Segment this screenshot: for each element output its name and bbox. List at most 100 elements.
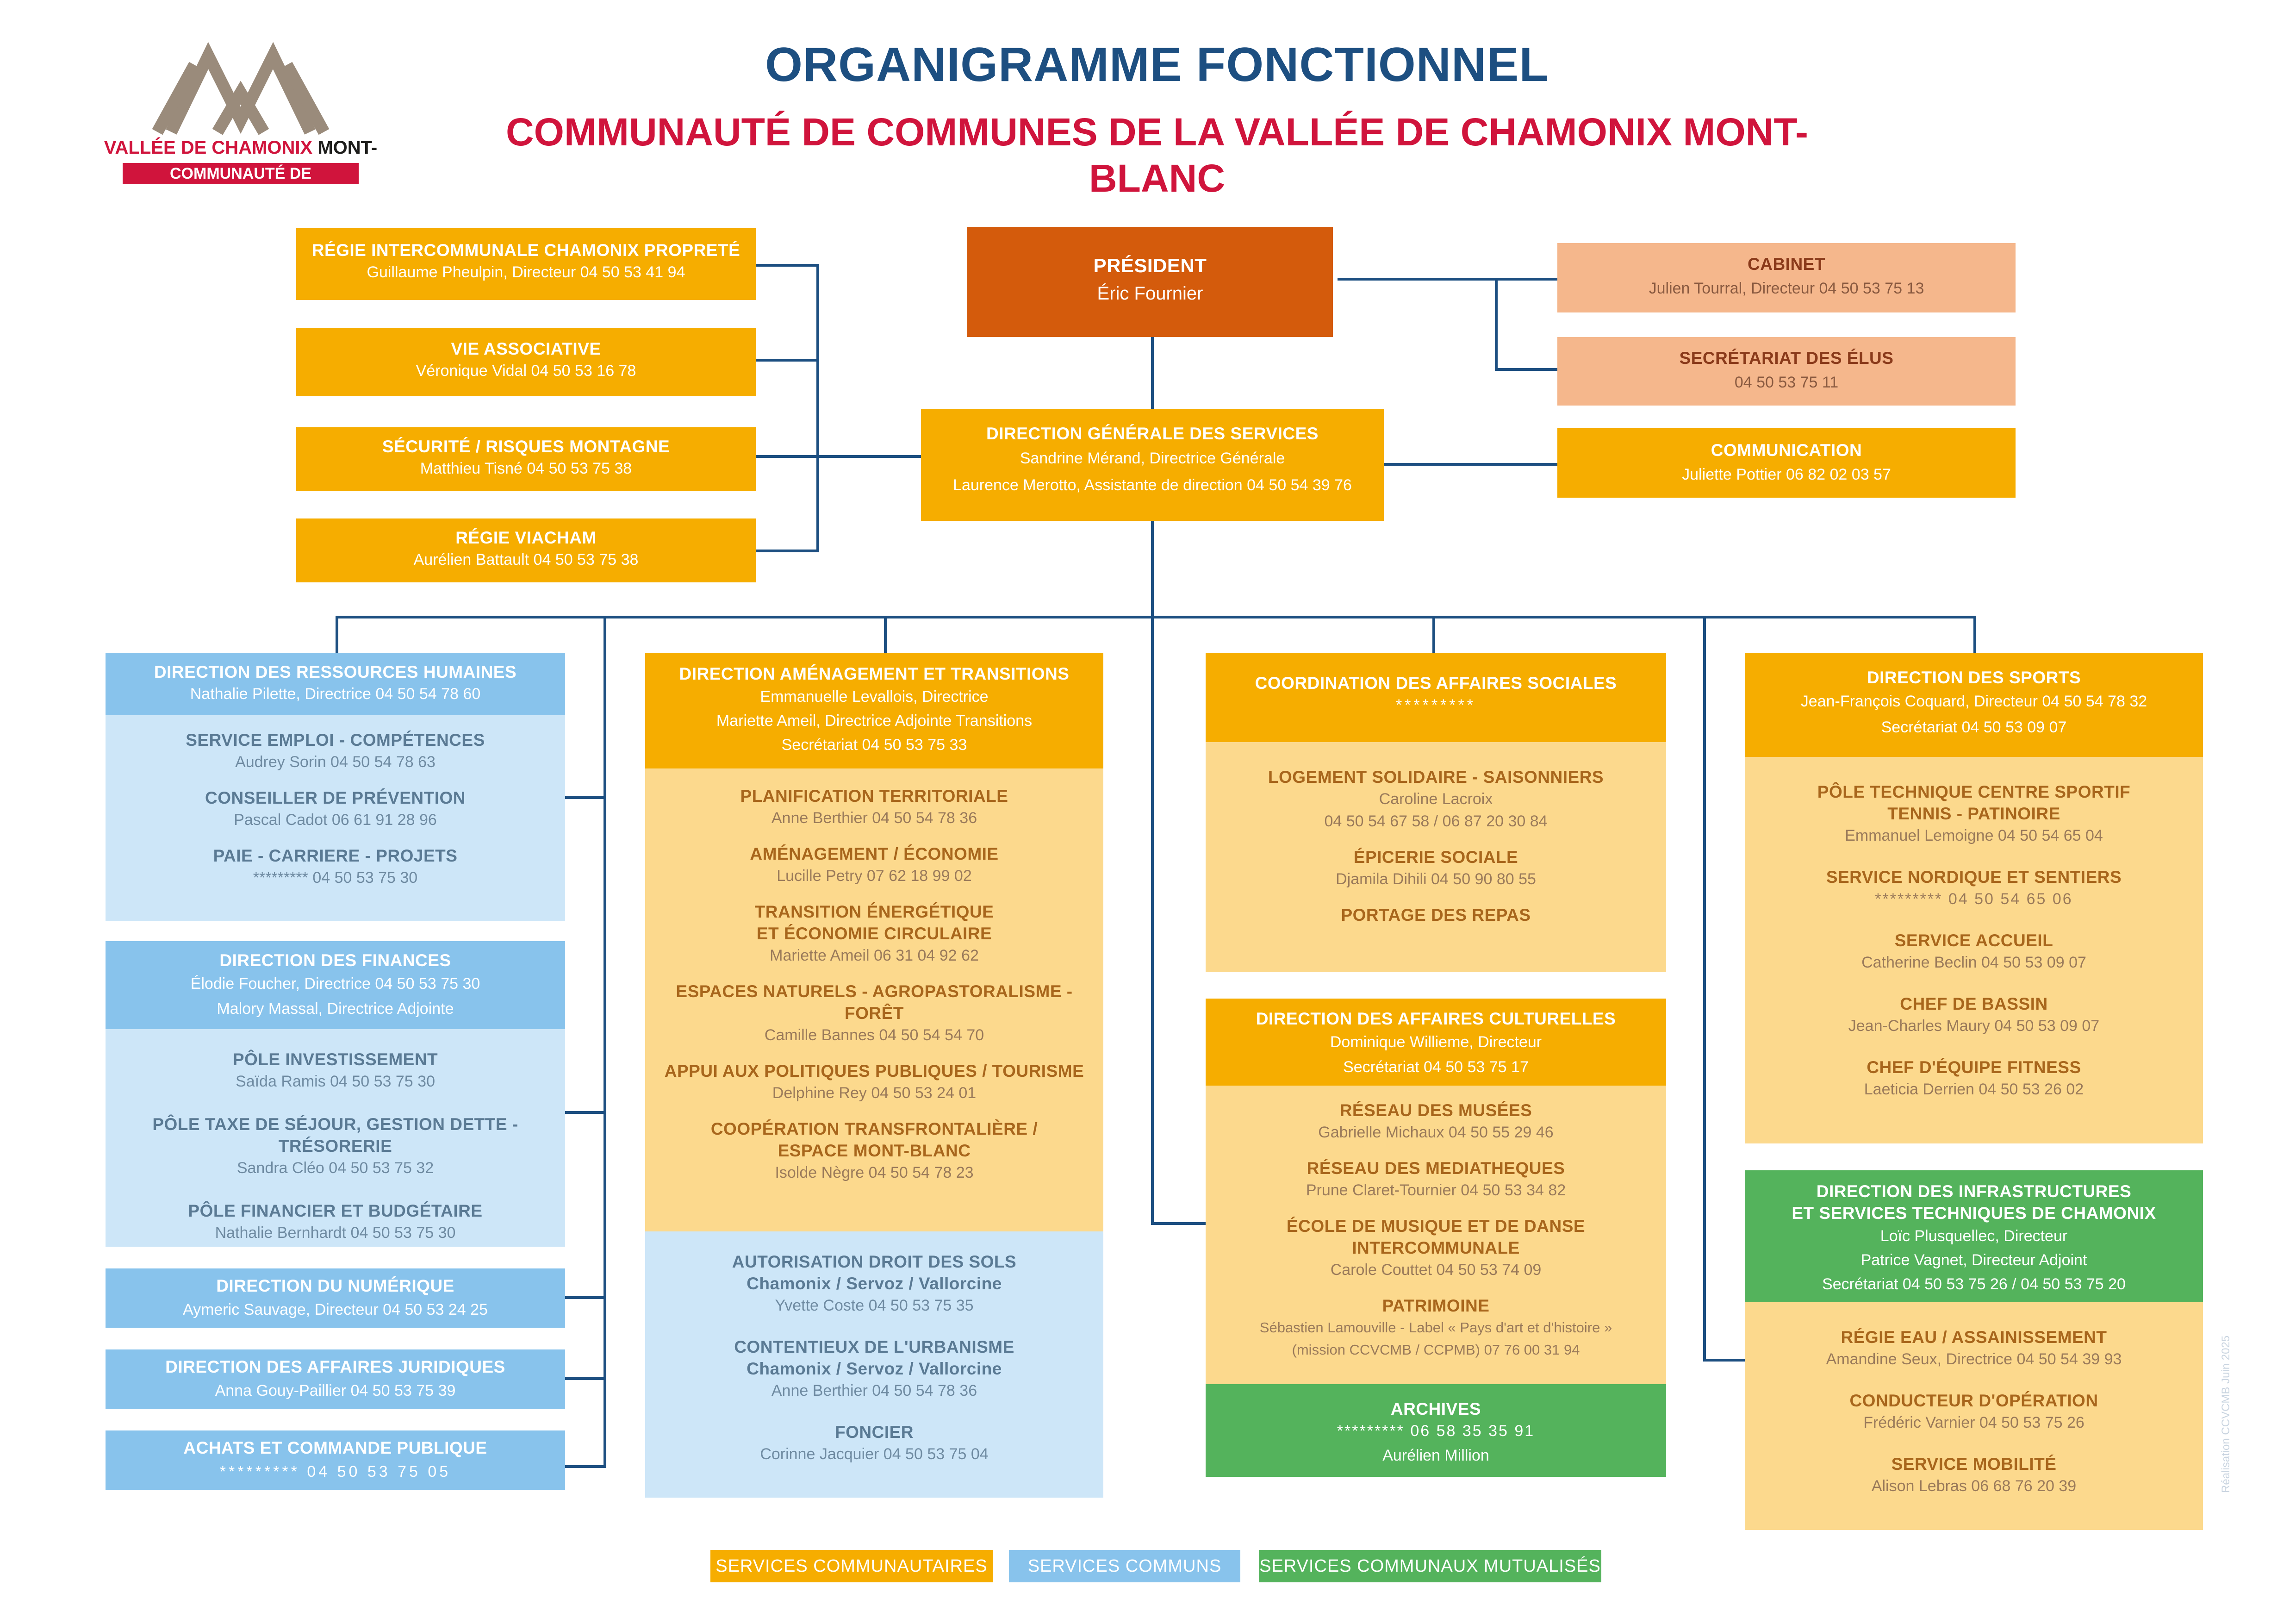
culture-item-title: ÉCOLE DE MUSIQUE ET DE DANSE INTERCOMMUN… bbox=[1286, 1217, 1586, 1257]
communication-sub: Juliette Pottier 06 82 02 03 57 bbox=[1682, 466, 1891, 483]
unit-title: RÉGIE INTERCOMMUNALE CHAMONIX PROPRETÉ bbox=[311, 241, 740, 260]
sports-sub2: Secrétariat 04 50 53 09 07 bbox=[1881, 718, 2067, 736]
culture-item: PATRIMOINE Sébastien Lamouville - Label … bbox=[1206, 1295, 1666, 1361]
sports-item: CHEF D'ÉQUIPE FITNESS Laeticia Derrien 0… bbox=[1745, 1056, 2203, 1100]
archives-sub: ********* 06 58 35 35 91 bbox=[1337, 1422, 1535, 1440]
rh-item-sub: ********* 04 50 53 75 30 bbox=[253, 869, 418, 887]
infra-sub2: Patrice Vagnet, Directeur Adjoint bbox=[1860, 1251, 2087, 1269]
credit-text: Réalisation CCVCMB Juin 2025 bbox=[2220, 1335, 2232, 1493]
sports-item-sub: Laeticia Derrien 04 50 53 26 02 bbox=[1864, 1081, 2084, 1098]
rh-item-title: PAIE - CARRIERE - PROJETS bbox=[213, 846, 458, 865]
sports-item-sub: ********* 04 50 54 65 06 bbox=[1875, 890, 2073, 908]
rh-item: CONSEILLER DE PRÉVENTION Pascal Cadot 06… bbox=[106, 787, 565, 831]
sports-title: DIRECTION DES SPORTS bbox=[1867, 668, 2081, 687]
amenagement-item: ESPACES NATURELS - AGROPASTORALISME - FO… bbox=[645, 981, 1103, 1046]
legend-mutualises: SERVICES COMMUNAUX MUTUALISÉS bbox=[1259, 1550, 1601, 1582]
numerique-sub: Aymeric Sauvage, Directeur 04 50 53 24 2… bbox=[183, 1301, 488, 1318]
rh-header: DIRECTION DES RESSOURCES HUMAINES Nathal… bbox=[106, 653, 565, 715]
page-title: ORGANIGRAMME FONCTIONNEL bbox=[765, 38, 1549, 92]
finances-item: PÔLE TAXE DE SÉJOUR, GESTION DETTE - TRÉ… bbox=[106, 1113, 565, 1179]
social-item-title: ÉPICERIE SOCIALE bbox=[1353, 848, 1518, 867]
social-item-sub2: 04 50 54 67 58 / 06 87 20 30 84 bbox=[1324, 812, 1548, 830]
sports-services: PÔLE TECHNIQUE CENTRE SPORTIF TENNIS - P… bbox=[1745, 757, 2203, 1143]
culture-item-sub: Carole Couttet 04 50 53 74 09 bbox=[1330, 1261, 1542, 1279]
amenagement-services: PLANIFICATION TERRITORIALE Anne Berthier… bbox=[645, 768, 1103, 1231]
infra-title: DIRECTION DES INFRASTRUCTURES bbox=[1816, 1182, 2132, 1201]
social-item-sub: Djamila Dihili 04 50 90 80 55 bbox=[1336, 870, 1536, 888]
amenagement-item: COOPÉRATION TRANSFRONTALIÈRE / ESPACE MO… bbox=[645, 1118, 1103, 1184]
sports-item-title: PÔLE TECHNIQUE CENTRE SPORTIF bbox=[1817, 782, 2131, 801]
social-item-title: LOGEMENT SOLIDAIRE - SAISONNIERS bbox=[1268, 768, 1604, 787]
achats-sub: ********* 04 50 53 75 05 bbox=[219, 1463, 451, 1480]
amenagement-sub1: Emmanuelle Levallois, Directrice bbox=[760, 688, 989, 706]
amenagement-item: AMÉNAGEMENT / ÉCONOMIE Lucille Petry 07 … bbox=[645, 843, 1103, 887]
rh-sub: Nathalie Pilette, Directrice 04 50 54 78… bbox=[190, 685, 481, 703]
infra-item-sub: Amandine Seux, Directrice 04 50 54 39 93 bbox=[1826, 1350, 2122, 1368]
finances-item-title: PÔLE FINANCIER ET BUDGÉTAIRE bbox=[188, 1201, 483, 1220]
culture-item-sub: Sébastien Lamouville - Label « Pays d'ar… bbox=[1259, 1319, 1612, 1336]
amenagement-item-sub: Delphine Rey 04 50 53 24 01 bbox=[772, 1084, 977, 1102]
logo-band: COMMUNAUTÉ DE COMMUNES bbox=[123, 163, 359, 204]
culture-item-sub: Prune Claret-Tournier 04 50 53 34 82 bbox=[1306, 1181, 1566, 1199]
unit-title: RÉGIE VIACHAM bbox=[455, 528, 597, 547]
sports-sub1: Jean-François Coquard, Directeur 04 50 5… bbox=[1800, 693, 2147, 710]
social-item-sub: Caroline Lacroix bbox=[1379, 790, 1493, 808]
archives-title: ARCHIVES bbox=[1390, 1399, 1481, 1418]
archives-box: ARCHIVES ********* 06 58 35 35 91 Auréli… bbox=[1206, 1384, 1666, 1477]
infra-item-sub: Frédéric Varnier 04 50 53 75 26 bbox=[1863, 1414, 2084, 1431]
dgs-line1: Sandrine Mérand, Directrice Générale bbox=[1020, 450, 1285, 467]
culture-title: DIRECTION DES AFFAIRES CULTURELLES bbox=[1256, 1009, 1616, 1028]
amenagement-item: APPUI AUX POLITIQUES PUBLIQUES / TOURISM… bbox=[645, 1060, 1103, 1104]
numerique-box: DIRECTION DU NUMÉRIQUE Aymeric Sauvage, … bbox=[106, 1268, 565, 1328]
social-services: LOGEMENT SOLIDAIRE - SAISONNIERS Carolin… bbox=[1206, 742, 1666, 972]
infra-item: RÉGIE EAU / ASSAINISSEMENT Amandine Seux… bbox=[1745, 1326, 2203, 1370]
communs-item: CONTENTIEUX DE L'URBANISME Chamonix / Se… bbox=[645, 1336, 1103, 1402]
sports-item: CHEF DE BASSIN Jean-Charles Maury 04 50 … bbox=[1745, 993, 2203, 1037]
archives-sub2: Aurélien Million bbox=[1382, 1447, 1489, 1464]
communication-title: COMMUNICATION bbox=[1711, 441, 1862, 460]
communs-item: FONCIER Corinne Jacquier 04 50 53 75 04 bbox=[645, 1421, 1103, 1465]
president-name: Éric Fournier bbox=[1097, 283, 1203, 304]
amenagement-item-sub: Anne Berthier 04 50 54 78 36 bbox=[771, 809, 977, 827]
achats-box: ACHATS ET COMMANDE PUBLIQUE ********* 04… bbox=[106, 1430, 565, 1490]
finances-item: PÔLE INVESTISSEMENT Saïda Ramis 04 50 53… bbox=[106, 1049, 565, 1093]
unit-sub: Aurélien Battault 04 50 53 75 38 bbox=[413, 551, 639, 568]
communs-item-title: AUTORISATION DROIT DES SOLS bbox=[732, 1252, 1017, 1271]
mountain-logo-icon bbox=[152, 42, 330, 135]
culture-item-title: RÉSEAU DES MEDIATHEQUES bbox=[1307, 1159, 1565, 1178]
culture-sub2: Secrétariat 04 50 53 75 17 bbox=[1343, 1058, 1529, 1076]
infra-item-title: RÉGIE EAU / ASSAINISSEMENT bbox=[1841, 1328, 2107, 1347]
culture-item-sub2: (mission CCVCMB / CCPMB) 07 76 00 31 94 bbox=[1292, 1342, 1580, 1358]
cabinet-box: CABINET Julien Tourral, Directeur 04 50 … bbox=[1557, 243, 2016, 312]
finances-item-title: PÔLE TAXE DE SÉJOUR, GESTION DETTE - TRÉ… bbox=[152, 1115, 518, 1156]
culture-item: RÉSEAU DES MUSÉES Gabrielle Michaux 04 5… bbox=[1206, 1099, 1666, 1143]
logo-line1: VALLÉE DE CHAMONIX bbox=[104, 137, 313, 158]
amenagement-sub3: Secrétariat 04 50 53 75 33 bbox=[781, 736, 967, 754]
juridique-sub: Anna Gouy-Paillier 04 50 53 75 39 bbox=[215, 1382, 456, 1399]
unit-title: VIE ASSOCIATIVE bbox=[451, 339, 601, 358]
infra-sub3: Secrétariat 04 50 53 75 26 / 04 50 53 75… bbox=[1822, 1275, 2126, 1293]
social-title: COORDINATION DES AFFAIRES SOCIALES bbox=[1255, 674, 1617, 693]
culture-header: DIRECTION DES AFFAIRES CULTURELLES Domin… bbox=[1206, 999, 1666, 1086]
social-header: COORDINATION DES AFFAIRES SOCIALES *****… bbox=[1206, 653, 1666, 742]
president-title: PRÉSIDENT bbox=[1093, 255, 1207, 276]
culture-item: RÉSEAU DES MEDIATHEQUES Prune Claret-Tou… bbox=[1206, 1157, 1666, 1201]
communication-box: COMMUNICATION Juliette Pottier 06 82 02 … bbox=[1557, 428, 2016, 498]
dgs-box: DIRECTION GÉNÉRALE DES SERVICES Sandrine… bbox=[921, 409, 1384, 521]
infra-sub1: Loïc Plusquellec, Directeur bbox=[1880, 1227, 2068, 1245]
numerique-title: DIRECTION DU NUMÉRIQUE bbox=[216, 1276, 454, 1295]
sports-item-sub: Jean-Charles Maury 04 50 53 09 07 bbox=[1848, 1017, 2100, 1035]
culture-item-sub: Gabrielle Michaux 04 50 55 29 46 bbox=[1318, 1124, 1554, 1141]
securite-montagne-box: SÉCURITÉ / RISQUES MONTAGNE Matthieu Tis… bbox=[296, 427, 756, 491]
sports-item-title: CHEF DE BASSIN bbox=[1900, 994, 2048, 1013]
sports-item-title: CHEF D'ÉQUIPE FITNESS bbox=[1867, 1058, 2081, 1077]
secretariat-elus-box: SECRÉTARIAT DES ÉLUS 04 50 53 75 11 bbox=[1557, 337, 2016, 406]
amenagement-item-title2: ET ÉCONOMIE CIRCULAIRE bbox=[756, 924, 992, 943]
amenagement-item-title: TRANSITION ÉNERGÉTIQUE bbox=[754, 902, 994, 921]
culture-sub1: Dominique Willieme, Directeur bbox=[1330, 1033, 1542, 1051]
sports-header: DIRECTION DES SPORTS Jean-François Coqua… bbox=[1745, 653, 2203, 757]
amenagement-title: DIRECTION AMÉNAGEMENT ET TRANSITIONS bbox=[679, 664, 1070, 683]
logo: VALLÉE DE CHAMONIX MONT-BLANC COMMUNAUTÉ… bbox=[102, 42, 380, 204]
finances-item-sub: Sandra Cléo 04 50 53 75 32 bbox=[236, 1159, 434, 1177]
social-item: ÉPICERIE SOCIALE Djamila Dihili 04 50 90… bbox=[1206, 846, 1666, 890]
